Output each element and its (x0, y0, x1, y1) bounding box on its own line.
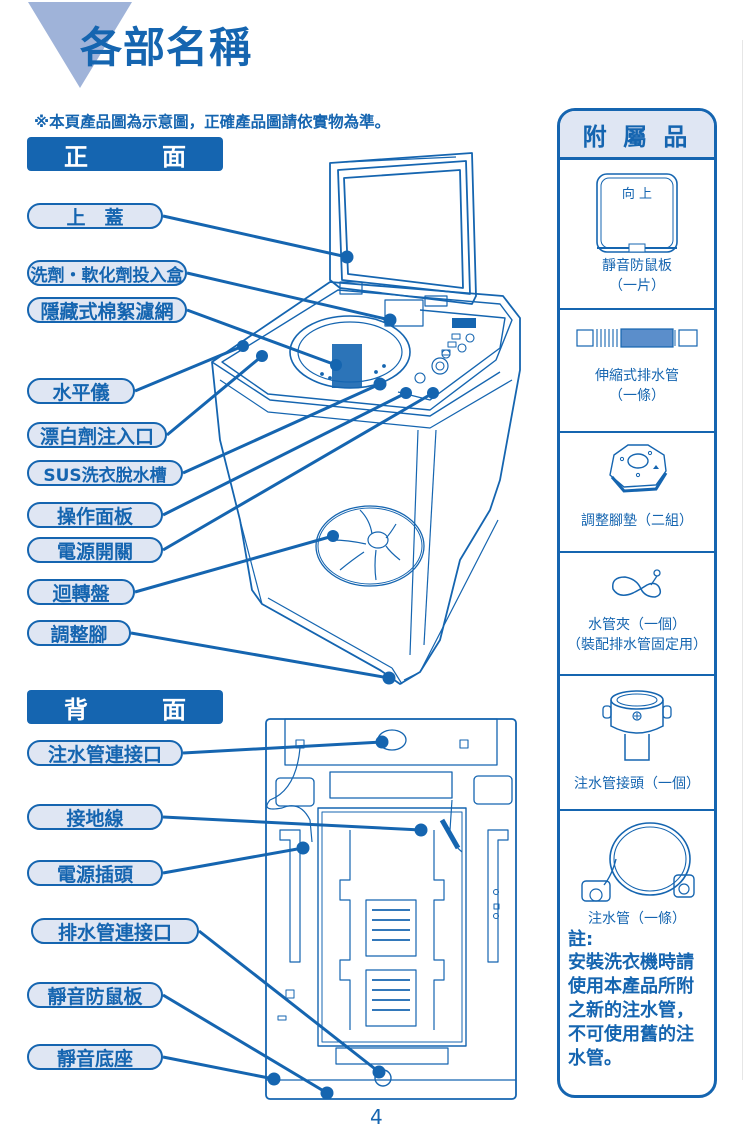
accessory-qty: （裝配排水管固定用） (567, 637, 707, 653)
back-body-illustration (265, 718, 517, 1100)
mouse-guard-board-icon: 向 上 (596, 173, 678, 253)
part-label-control-panel: 操作面板 (27, 502, 163, 528)
mouse-guard-up-text: 向 上 (622, 186, 652, 202)
accessory-note-title: 註: (568, 929, 594, 950)
leveling-foot-pad-icon (609, 444, 668, 493)
section-header-back-char-1: 背 (64, 695, 88, 724)
accessory-name: 伸縮式排水管 (595, 368, 679, 384)
part-label-power-plug: 電源插頭 (27, 860, 163, 886)
part-label-level-gauge: 水平儀 (27, 378, 135, 404)
section-header-front: 正 面 (27, 137, 223, 171)
accessory-item: 伸縮式排水管 （一條） (560, 310, 714, 433)
part-label-mouse-guard: 靜音防鼠板 (27, 982, 163, 1008)
leader-anchor-dots (237, 250, 439, 1100)
page-edge-divider (742, 40, 743, 1080)
part-label-wash-tub: SUS洗衣脫水槽 (27, 460, 183, 486)
accessory-name: 調整腳墊（二組） (581, 513, 693, 529)
back-leader-lines (162, 740, 422, 1095)
inlet-hose-icon (581, 822, 695, 902)
part-label-bleach-inlet: 漂白劑注入口 (27, 422, 167, 448)
accessory-name: 水管夾（一個） (588, 617, 686, 633)
accessory-item: 向 上 靜音防鼠板 （一片） (560, 160, 714, 310)
section-header-back: 背 面 (27, 690, 223, 724)
accessory-item: 調整腳墊（二組） (560, 433, 714, 553)
part-label-power-switch: 電源開關 (27, 537, 163, 563)
drain-hose-icon (576, 328, 698, 348)
part-label-detergent-box: 洗劑・軟化劑投入盒 (27, 260, 187, 286)
section-header-front-char-1: 正 (64, 142, 88, 171)
front-lid-illustration (329, 152, 477, 305)
title-triangle-decoration (28, 2, 132, 88)
part-label-lid: 上 蓋 (27, 203, 163, 229)
accessory-name: 注水管接頭（一個） (574, 776, 700, 792)
part-label-adjustable-foot: 調整腳 (27, 620, 131, 646)
part-label-ground-wire: 接地線 (27, 804, 163, 830)
hose-clamp-icon (612, 569, 662, 598)
disclaimer-note: ※本頁產品圖為示意圖，正確產品圖請依實物為準。 (34, 113, 391, 131)
part-label-pulsator: 迴轉盤 (27, 579, 135, 605)
section-header-back-char-2: 面 (162, 695, 186, 724)
accessory-qty: （一條） (609, 388, 665, 404)
accessories-title: 附 屬 品 (560, 111, 714, 160)
accessory-note-body: 安裝洗衣機時請使用本產品所附之新的注水管，不可使用舊的注水管。 (568, 952, 694, 1069)
accessory-name: 注水管（一條） (588, 911, 686, 927)
part-label-drain-port: 排水管連接口 (31, 918, 199, 944)
part-label-silent-base: 靜音底座 (27, 1044, 163, 1070)
section-header-front-char-2: 面 (162, 142, 186, 171)
accessory-qty: （一片） (609, 278, 665, 294)
page-title: 各部名稱 (80, 23, 253, 72)
accessories-panel: 附 屬 品 向 上 靜音防鼠板 （一片） 伸縮式排水管 （一條） (557, 108, 717, 1098)
accessory-item: 水管夾（一個） （裝配排水管固定用） (560, 553, 714, 676)
inlet-connector-icon (602, 690, 672, 761)
part-label-lint-filter: 隱藏式棉絮濾網 (27, 297, 187, 323)
accessory-item: 注水管（一條） 註: 安裝洗衣機時請使用本產品所附之新的注水管，不可使用舊的注水… (560, 811, 714, 1069)
accessory-name: 靜音防鼠板 (602, 258, 672, 274)
part-label-water-inlet-port: 注水管連接口 (27, 740, 183, 766)
accessory-item: 注水管接頭（一個） (560, 676, 714, 811)
front-body-illustration (211, 281, 521, 685)
page-number: 4 (370, 1105, 383, 1129)
